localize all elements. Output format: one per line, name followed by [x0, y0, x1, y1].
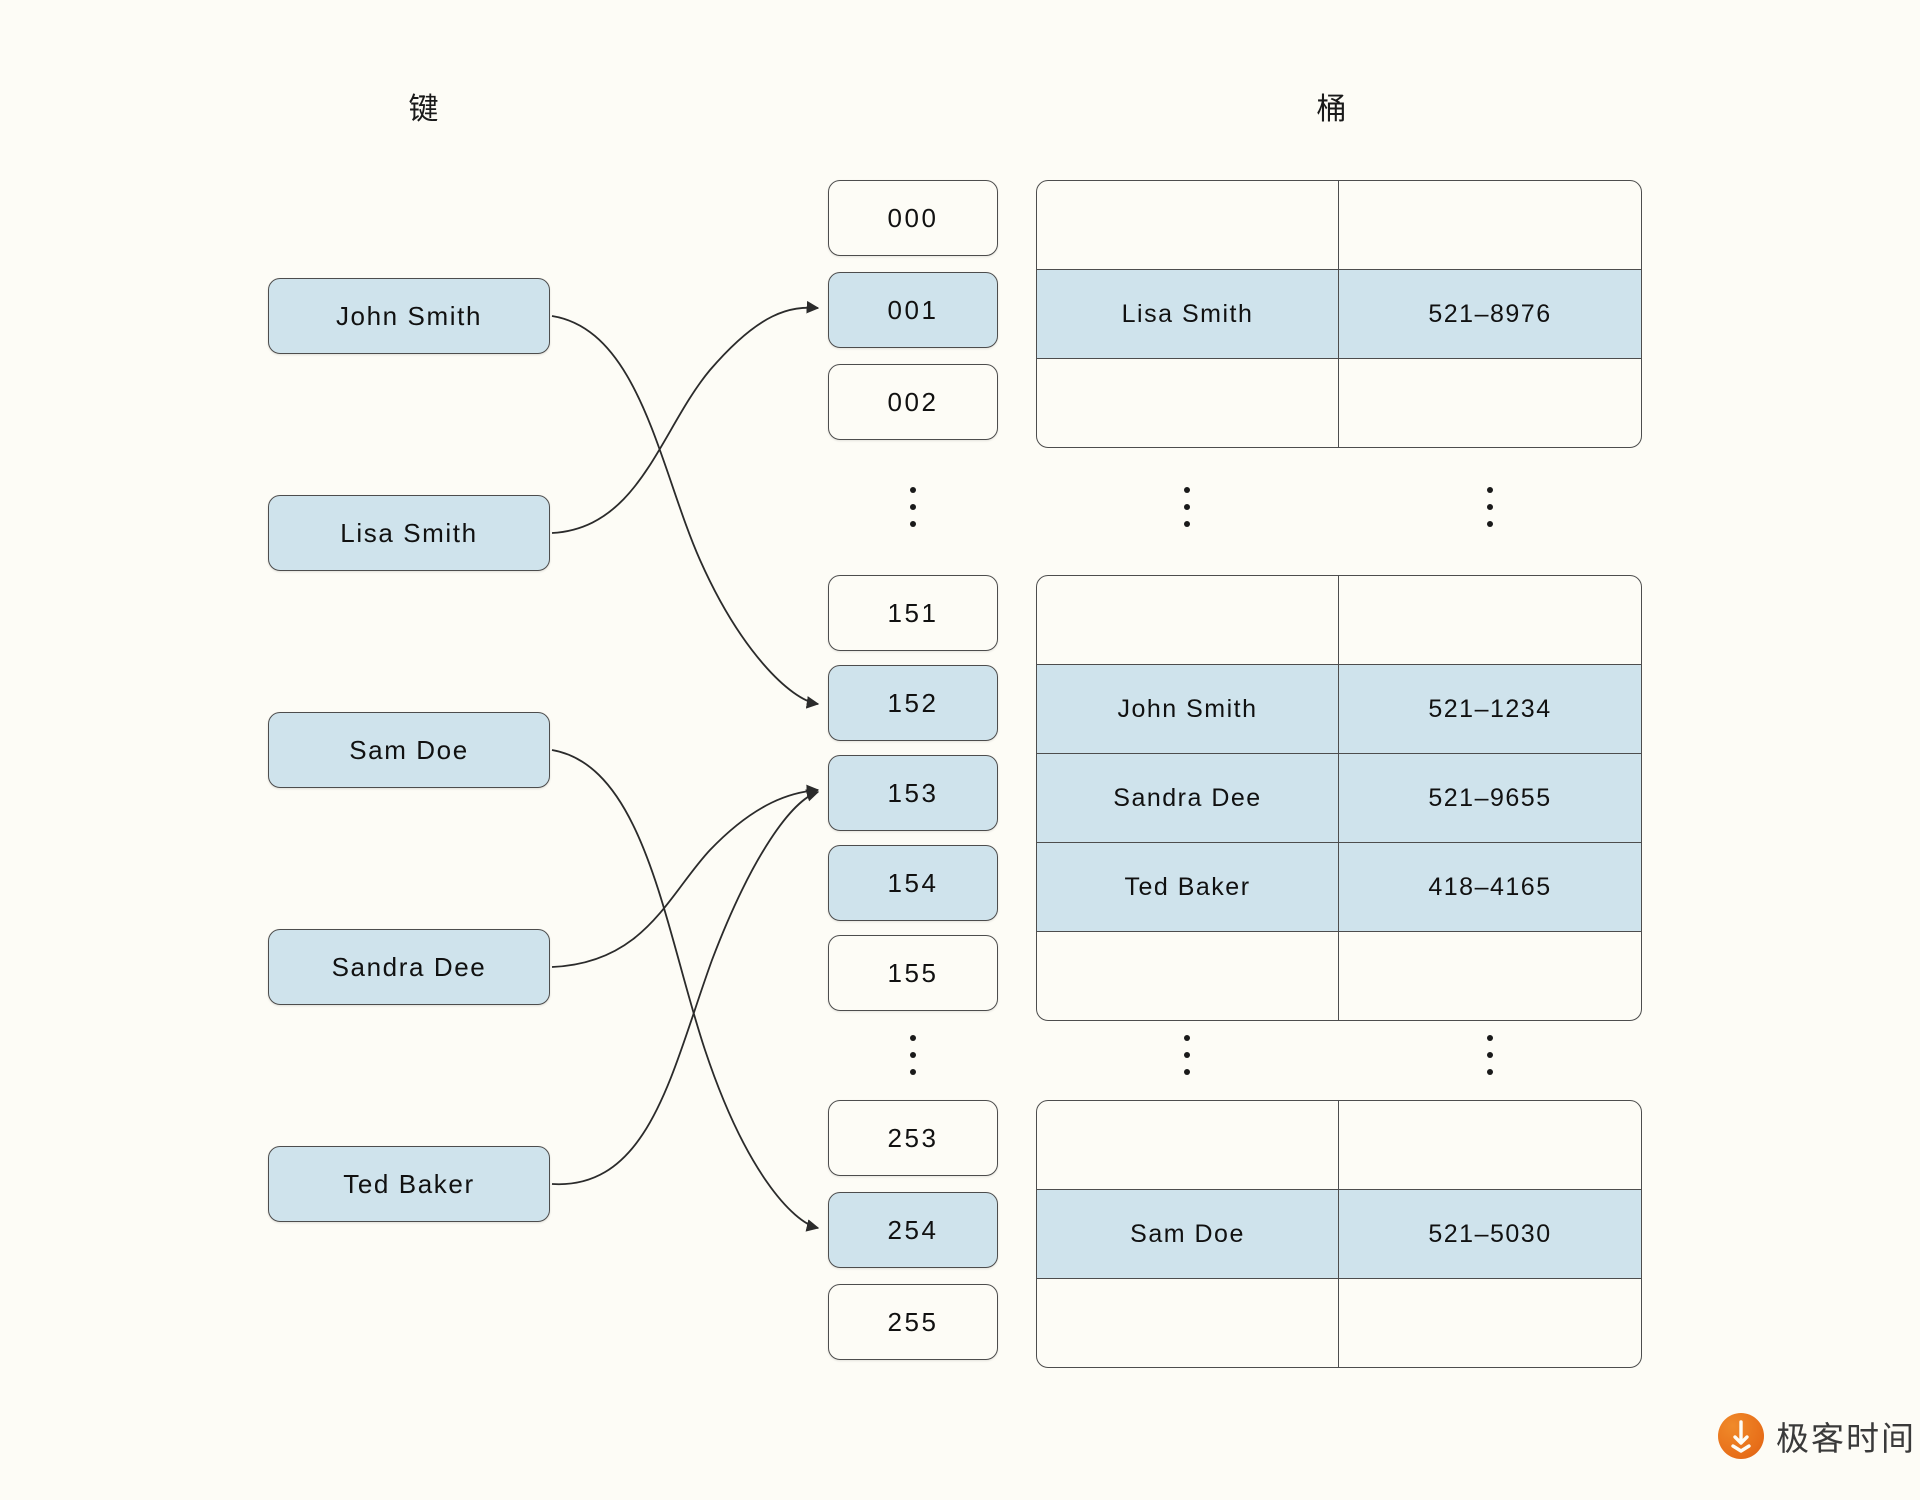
- arrow-ted-baker-to-153: [551, 789, 820, 1185]
- bucket-row[interactable]: [1037, 359, 1641, 447]
- bucket-row[interactable]: [1037, 1101, 1641, 1190]
- key-box-sam-doe[interactable]: Sam Doe: [268, 712, 550, 788]
- bucket-cell-phone: [1339, 576, 1641, 664]
- ellipsis-name-lower: [1180, 1035, 1194, 1075]
- key-label: Ted Baker: [343, 1168, 475, 1199]
- bucket-index-151[interactable]: 151: [828, 575, 998, 651]
- buckets-column-header: 桶: [1316, 93, 1348, 126]
- bucket-cell-name: John Smith: [1037, 665, 1339, 753]
- bucket-cell-name: Lisa Smith: [1037, 270, 1339, 358]
- bucket-cell-name: Sam Doe: [1037, 1190, 1339, 1278]
- bucket-cell-name: [1037, 1101, 1339, 1189]
- bucket-cell-phone: [1339, 1279, 1641, 1367]
- ellipsis-index-lower: [906, 1035, 920, 1075]
- bucket-row[interactable]: [1037, 576, 1641, 665]
- bucket-index-label: 000: [887, 202, 939, 233]
- bucket-index-154[interactable]: 154: [828, 845, 998, 921]
- bucket-cell-phone: 521–5030: [1428, 1219, 1552, 1248]
- bucket-index-label: 152: [887, 687, 939, 718]
- geekbang-logo: 极客时间: [1718, 1412, 1916, 1460]
- bucket-index-153[interactable]: 153: [828, 755, 998, 831]
- bucket-index-155[interactable]: 155: [828, 935, 998, 1011]
- bucket-cell-name: [1037, 181, 1339, 269]
- bucket-cell-phone: 418–4165: [1428, 872, 1552, 901]
- ellipsis-index-upper: [906, 487, 920, 527]
- bucket-cell-name: Ted Baker: [1037, 843, 1339, 931]
- bucket-row[interactable]: Lisa Smith 521–8976: [1037, 270, 1641, 359]
- key-box-john-smith[interactable]: John Smith: [268, 278, 550, 354]
- bucket-index-000[interactable]: 000: [828, 180, 998, 256]
- key-box-sandra-dee[interactable]: Sandra Dee: [268, 929, 550, 1005]
- bucket-row[interactable]: John Smith 521–1234: [1037, 665, 1641, 754]
- bucket-cell-name: [1037, 1279, 1339, 1367]
- bucket-row[interactable]: Ted Baker 418–4165: [1037, 843, 1641, 932]
- arrow-sam-doe-to-254: [551, 749, 820, 1232]
- bucket-cell-phone: 521–9655: [1428, 783, 1552, 812]
- bucket-cell-name: [1037, 576, 1339, 664]
- bucket-row[interactable]: [1037, 1279, 1641, 1367]
- arrow-sandra-dee-to-153: [551, 784, 820, 968]
- bucket-row[interactable]: Sam Doe 521–5030: [1037, 1190, 1641, 1279]
- arrow-john-smith-to-152: [551, 315, 820, 709]
- key-label: John Smith: [335, 300, 483, 331]
- key-box-ted-baker[interactable]: Ted Baker: [268, 1146, 550, 1222]
- ellipsis-phone-lower: [1483, 1035, 1497, 1075]
- bucket-cell-phone: 521–8976: [1428, 299, 1552, 328]
- bucket-index-label: 255: [887, 1306, 939, 1337]
- bucket-index-label: 254: [887, 1214, 939, 1245]
- key-label: Sandra Dee: [331, 951, 487, 982]
- bucket-index-253[interactable]: 253: [828, 1100, 998, 1176]
- bucket-index-152[interactable]: 152: [828, 665, 998, 741]
- bucket-table-bottom: Sam Doe 521–5030: [1036, 1100, 1642, 1368]
- key-label: Lisa Smith: [340, 517, 478, 548]
- ellipsis-phone-upper: [1483, 487, 1497, 527]
- bucket-index-label: 253: [887, 1122, 939, 1153]
- bucket-cell-phone: 521–1234: [1428, 694, 1552, 723]
- bucket-row[interactable]: [1037, 181, 1641, 270]
- bucket-table-top: Lisa Smith 521–8976: [1036, 180, 1642, 448]
- bucket-cell-phone: [1339, 359, 1641, 447]
- bucket-cell-phone: [1339, 932, 1641, 1020]
- key-label: Sam Doe: [349, 734, 469, 765]
- bucket-index-254[interactable]: 254: [828, 1192, 998, 1268]
- bucket-cell-name: Sandra Dee: [1037, 754, 1339, 842]
- bucket-index-label: 002: [887, 386, 939, 417]
- geekbang-logo-mark: [1718, 1413, 1764, 1459]
- bucket-row[interactable]: [1037, 932, 1641, 1020]
- bucket-row[interactable]: Sandra Dee 521–9655: [1037, 754, 1641, 843]
- ellipsis-name-upper: [1180, 487, 1194, 527]
- bucket-index-label: 151: [887, 597, 939, 628]
- bucket-cell-phone: [1339, 181, 1641, 269]
- bucket-index-002[interactable]: 002: [828, 364, 998, 440]
- geekbang-logo-glyph: [1731, 1420, 1751, 1453]
- bucket-index-001[interactable]: 001: [828, 272, 998, 348]
- keys-column-header: 键: [408, 93, 440, 126]
- bucket-cell-phone: [1339, 1101, 1641, 1189]
- bucket-index-label: 001: [887, 294, 939, 325]
- key-box-lisa-smith[interactable]: Lisa Smith: [268, 495, 550, 571]
- bucket-index-label: 154: [887, 867, 939, 898]
- bucket-index-255[interactable]: 255: [828, 1284, 998, 1360]
- bucket-cell-name: [1037, 359, 1339, 447]
- bucket-cell-name: [1037, 932, 1339, 1020]
- bucket-index-label: 155: [887, 957, 939, 988]
- bucket-index-label: 153: [887, 777, 939, 808]
- arrow-lisa-smith-to-001: [551, 300, 820, 534]
- geekbang-logo-wordmark: 极客时间: [1776, 1420, 1916, 1457]
